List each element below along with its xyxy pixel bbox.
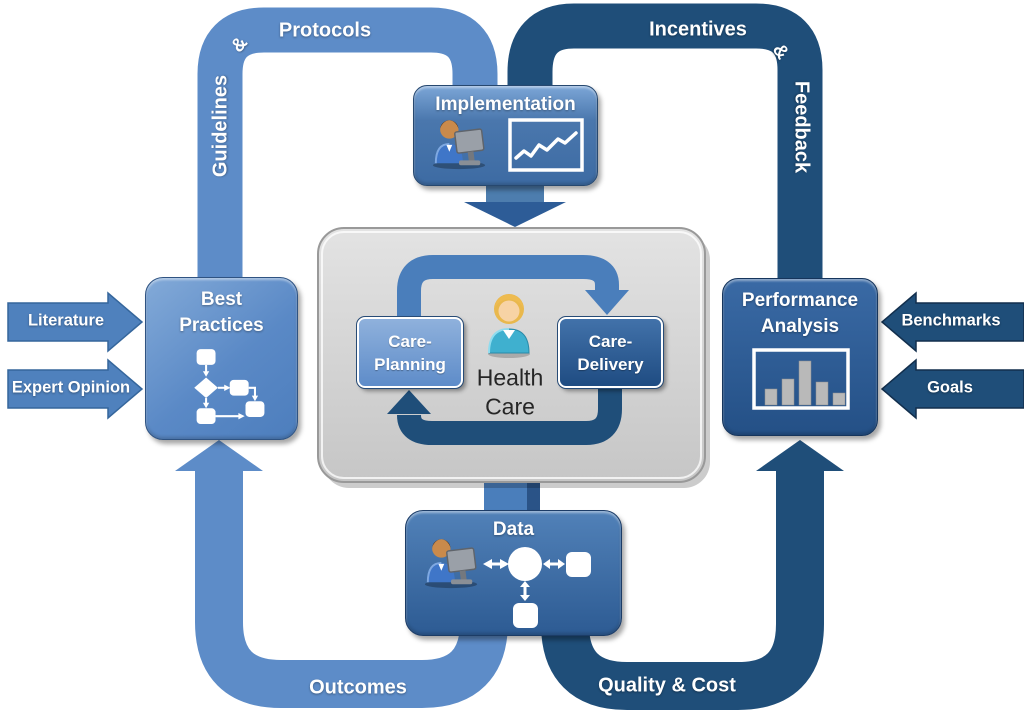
implementation-arrowhead-icon — [464, 202, 566, 227]
person-at-computer-icon — [424, 539, 478, 589]
care-cycle-down-arrowhead-icon — [585, 290, 629, 315]
care-cycle-bottom-band — [397, 384, 622, 445]
care-cycle-up-arrowhead-icon — [387, 390, 431, 414]
healthcare-to-data-connector-shade — [527, 474, 540, 516]
quality-cost-band — [541, 470, 824, 710]
implementation-title: Implementation — [435, 94, 576, 115]
literature-label: Literature — [27, 311, 105, 330]
best-practices-title: Best Practices — [179, 289, 264, 336]
care-delivery-node: Care- Delivery — [557, 316, 664, 389]
data-title: Data — [492, 519, 535, 540]
goals-label: Goals — [927, 378, 973, 397]
incentives-label: Incentives — [649, 18, 747, 41]
quality-cost-arrowhead-icon — [756, 440, 844, 471]
care-planning-node: Care- Planning — [356, 316, 464, 389]
person-at-computer-icon — [432, 120, 486, 170]
guidelines-protocols-band — [197, 7, 498, 292]
goals-arrow — [880, 358, 1024, 420]
data-network-icon — [483, 547, 591, 628]
outcomes-label: Outcomes — [309, 676, 407, 699]
health-care-label: Health Care — [476, 364, 544, 419]
line-chart-icon — [508, 118, 584, 172]
healthcare-panel-highlight — [321, 231, 702, 479]
bar-chart-icon — [752, 348, 850, 410]
protocols-label: Protocols — [278, 19, 372, 42]
performance-analysis-node: Performance Analysis — [722, 278, 878, 436]
outcomes-arrowhead-icon — [175, 440, 263, 471]
patient-icon — [488, 294, 530, 358]
literature-arrow — [7, 291, 144, 353]
flowchart-icon — [194, 349, 265, 425]
best-practices-node: Best Practices — [145, 277, 298, 440]
outcomes-band — [195, 470, 508, 708]
quality-cost-label: Quality & Cost — [598, 674, 736, 697]
feedback-label: Feedback — [790, 80, 813, 174]
expert-opinion-label: Expert Opinion — [11, 378, 131, 397]
implementation-node: Implementation — [413, 85, 598, 186]
implementation-arrow-shaft — [486, 184, 544, 204]
care-cycle-top-band — [397, 255, 619, 322]
data-node: Data — [405, 510, 622, 636]
incentives-feedback-band — [507, 3, 823, 292]
benchmarks-arrow — [880, 291, 1024, 353]
guidelines-label: Guidelines — [209, 74, 232, 178]
benchmarks-label: Benchmarks — [901, 311, 1001, 330]
performance-analysis-title: Performance Analysis — [741, 290, 859, 337]
expert-opinion-arrow — [7, 358, 144, 420]
